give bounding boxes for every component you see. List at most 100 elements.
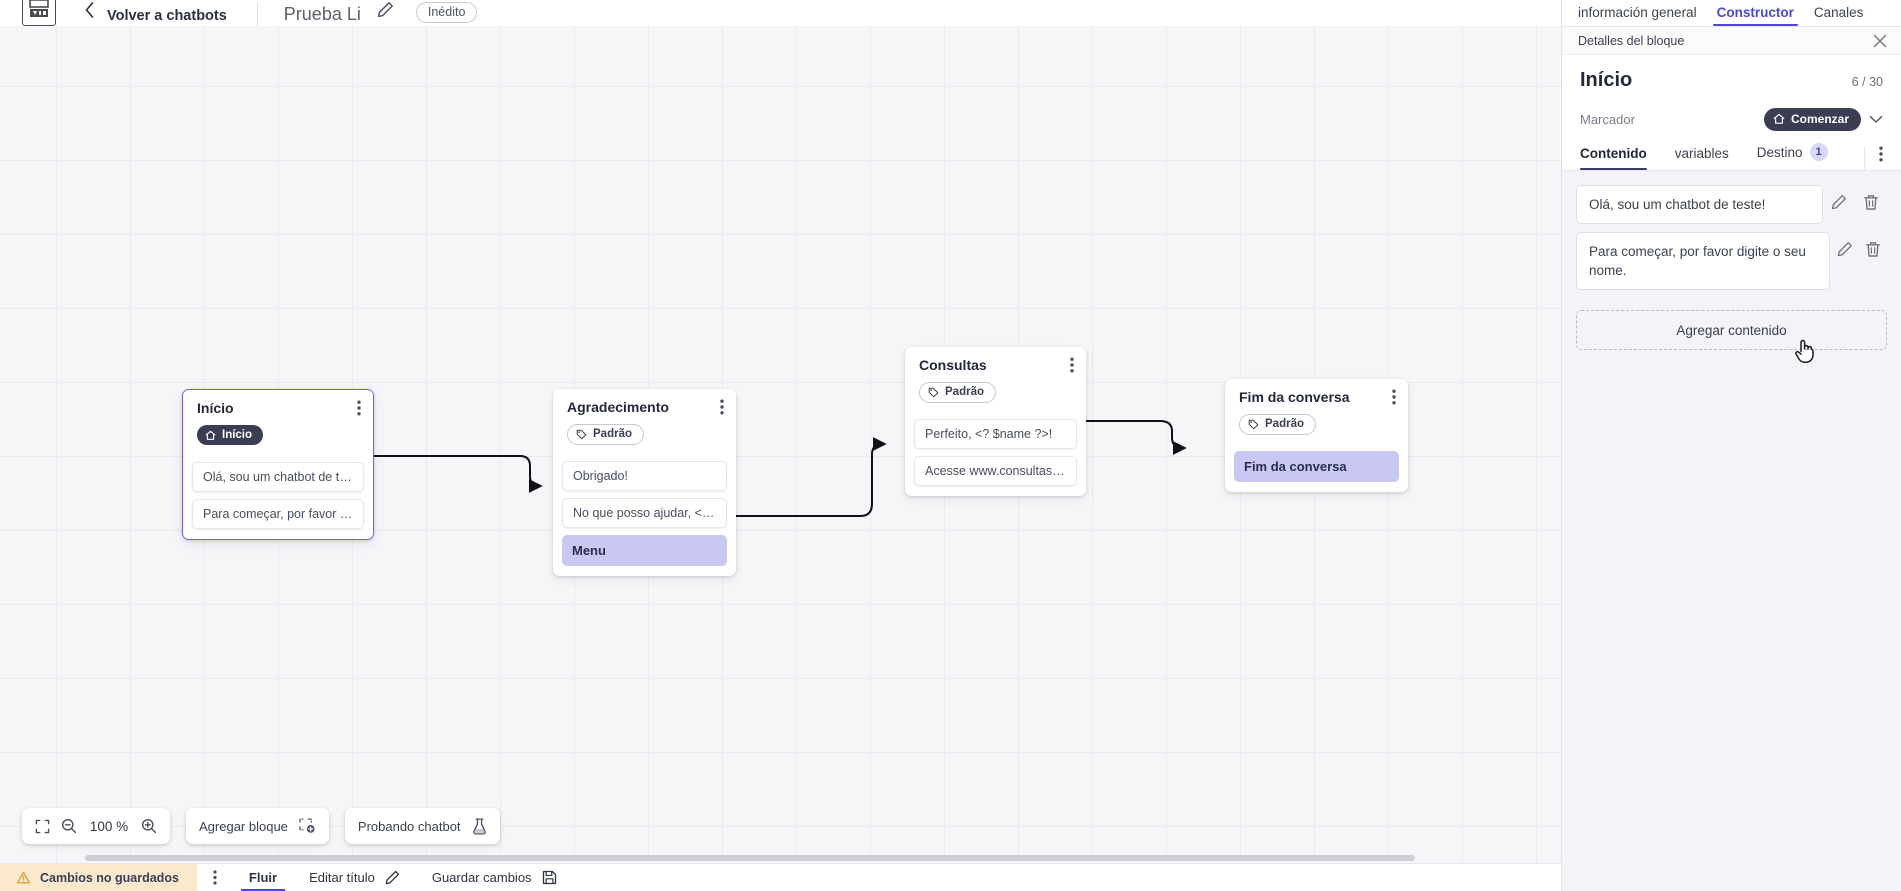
marker-value-badge[interactable]: Comenzar bbox=[1763, 108, 1861, 131]
chevron-down-icon[interactable] bbox=[1869, 115, 1883, 124]
node-header: Fim da conversa Padrão bbox=[1225, 379, 1408, 445]
flow-node-consultas[interactable]: Consultas Padrão Perfeito, <? $name ?>! … bbox=[905, 347, 1086, 496]
node-message[interactable]: Olá, sou um chatbot de teste! bbox=[192, 461, 364, 492]
node-tag-default: Padrão bbox=[567, 424, 644, 445]
node-title: Fim da conversa bbox=[1239, 389, 1350, 405]
subtab-variables-label: variables bbox=[1674, 146, 1729, 161]
save-changes-button[interactable]: Guardar cambios bbox=[416, 864, 573, 891]
zoom-out-icon[interactable] bbox=[61, 818, 77, 834]
panel-header: Início 6 / 30 Marcador Comenzar bbox=[1562, 55, 1901, 135]
trash-icon[interactable] bbox=[1859, 232, 1887, 258]
marker-value-label: Comenzar bbox=[1790, 112, 1849, 126]
node-title: Início bbox=[197, 400, 234, 416]
panel-subheader-label: Detalles del bloque bbox=[1578, 33, 1685, 48]
node-message[interactable]: No que posso ajudar, <? $name ... bbox=[562, 498, 727, 528]
zoom-level: 100 % bbox=[89, 818, 129, 834]
node-title: Agradecimento bbox=[567, 399, 669, 415]
add-content-button[interactable]: Agregar contenido bbox=[1576, 310, 1887, 351]
save-changes-label: Guardar cambios bbox=[431, 870, 532, 885]
node-tag-label: Início bbox=[222, 429, 253, 441]
block-title: Início bbox=[1580, 69, 1633, 91]
save-icon bbox=[542, 870, 557, 885]
trash-icon[interactable] bbox=[1855, 185, 1887, 211]
back-to-chatbots-label[interactable]: Volver a chatbots bbox=[107, 8, 227, 24]
test-chatbot-label: Probando chatbot bbox=[357, 818, 461, 834]
canvas-horizontal-scrollbar[interactable] bbox=[0, 853, 1561, 863]
chevron-left-icon[interactable] bbox=[84, 1, 95, 24]
flow-node-fim-da-conversa[interactable]: Fim da conversa Padrão Fim da conversa bbox=[1225, 379, 1408, 492]
add-block-button[interactable]: Agregar bloque bbox=[186, 808, 329, 844]
test-chatbot-button[interactable]: Probando chatbot bbox=[344, 808, 500, 844]
edit-title-button[interactable]: Editar título bbox=[293, 864, 416, 891]
tab-informacion-general[interactable]: información general bbox=[1578, 5, 1697, 20]
more-vertical-icon[interactable] bbox=[1062, 357, 1074, 373]
divider bbox=[256, 2, 258, 26]
node-header: Agradecimento Padrão bbox=[553, 389, 736, 455]
node-tag-default: Padrão bbox=[1239, 414, 1316, 435]
more-vertical-icon[interactable] bbox=[1864, 146, 1883, 170]
add-block-label: Agregar bloque bbox=[199, 818, 288, 834]
marker-label: Marcador bbox=[1580, 112, 1635, 127]
node-header: Início Início bbox=[183, 390, 373, 456]
pencil-icon[interactable] bbox=[1830, 232, 1858, 257]
close-icon[interactable] bbox=[1873, 34, 1887, 48]
content-text[interactable]: Olá, sou um chatbot de teste! bbox=[1576, 185, 1823, 225]
pencil-icon[interactable] bbox=[377, 1, 394, 23]
flow-node-inicio[interactable]: Início Início Olá, sou um chatbot de tes… bbox=[182, 389, 374, 540]
pencil-icon bbox=[385, 870, 400, 885]
subtab-destino[interactable]: Destino 1 bbox=[1757, 143, 1842, 170]
zoom-in-icon[interactable] bbox=[141, 818, 157, 834]
content-item-row: Para começar, por favor digite o seu nom… bbox=[1576, 232, 1887, 291]
panel-subheader: Detalles del bloque bbox=[1562, 27, 1901, 55]
destino-count-badge: 1 bbox=[1809, 143, 1828, 161]
tag-icon bbox=[1248, 419, 1259, 430]
tab-canales[interactable]: Canales bbox=[1813, 5, 1864, 20]
more-vertical-icon[interactable] bbox=[197, 864, 233, 891]
scrollbar-thumb[interactable] bbox=[85, 855, 1415, 861]
subtab-variables[interactable]: variables bbox=[1675, 146, 1743, 170]
more-vertical-icon[interactable] bbox=[349, 400, 361, 416]
tab-constructor[interactable]: Constructor bbox=[1707, 5, 1804, 26]
tag-icon bbox=[576, 429, 587, 440]
node-action-end[interactable]: Fim da conversa bbox=[1234, 451, 1399, 482]
node-tag-default: Padrão bbox=[919, 382, 996, 403]
node-message[interactable]: Perfeito, <? $name ?>! bbox=[914, 419, 1077, 449]
flow-node-agradecimento[interactable]: Agradecimento Padrão Obrigado! No que po… bbox=[553, 389, 736, 576]
more-vertical-icon[interactable] bbox=[1384, 389, 1396, 405]
edit-title-label: Editar título bbox=[309, 870, 375, 885]
unsaved-changes-label: Cambios no guardados bbox=[40, 870, 179, 885]
node-tag-start: Início bbox=[197, 425, 264, 445]
status-badge: Inédito bbox=[415, 2, 478, 23]
node-body: Obrigado! No que posso ajudar, <? $name … bbox=[553, 455, 736, 576]
subtab-contenido-label: Contenido bbox=[1580, 146, 1647, 161]
node-message[interactable]: Obrigado! bbox=[562, 461, 727, 491]
marker-row: Marcador Comenzar bbox=[1580, 108, 1883, 135]
node-tag-label: Padrão bbox=[1265, 418, 1304, 430]
pencil-icon[interactable] bbox=[1823, 185, 1855, 210]
node-message[interactable]: Para começar, por favor digite o ... bbox=[192, 498, 364, 529]
flask-icon bbox=[472, 817, 487, 835]
home-icon bbox=[205, 430, 216, 441]
node-action-menu[interactable]: Menu bbox=[562, 535, 727, 566]
block-counter: 6 / 30 bbox=[1851, 75, 1883, 89]
unsaved-changes-status: Cambios no guardados bbox=[0, 864, 197, 891]
canvas-toolbar: 100 % Agregar bloque Probando chatbot bbox=[22, 808, 500, 844]
node-tag-label: Padrão bbox=[945, 386, 984, 398]
home-icon bbox=[1773, 113, 1785, 125]
tab-fluir[interactable]: Fluir bbox=[233, 864, 293, 891]
node-body: Olá, sou um chatbot de teste! Para começ… bbox=[183, 455, 373, 539]
more-vertical-icon[interactable] bbox=[712, 399, 724, 415]
panel-tabs: información general Constructor Canales bbox=[1562, 0, 1901, 27]
node-header: Consultas Padrão bbox=[905, 347, 1086, 413]
node-message[interactable]: Acesse www.consultas.com par... bbox=[914, 456, 1077, 486]
subtab-destino-label: Destino bbox=[1756, 144, 1803, 160]
panel-content-list: Olá, sou um chatbot de teste! Para começ… bbox=[1562, 171, 1901, 291]
zoom-controls: 100 % bbox=[22, 808, 170, 844]
app-logo-icon[interactable] bbox=[22, 0, 56, 26]
subtab-contenido[interactable]: Contenido bbox=[1580, 146, 1661, 170]
fit-screen-icon[interactable] bbox=[35, 819, 50, 834]
content-text[interactable]: Para começar, por favor digite o seu nom… bbox=[1576, 232, 1831, 291]
page-title: Prueba Li bbox=[283, 4, 361, 24]
flow-canvas[interactable]: Início Início Olá, sou um chatbot de tes… bbox=[0, 26, 1561, 864]
flow-edges bbox=[373, 420, 1187, 517]
